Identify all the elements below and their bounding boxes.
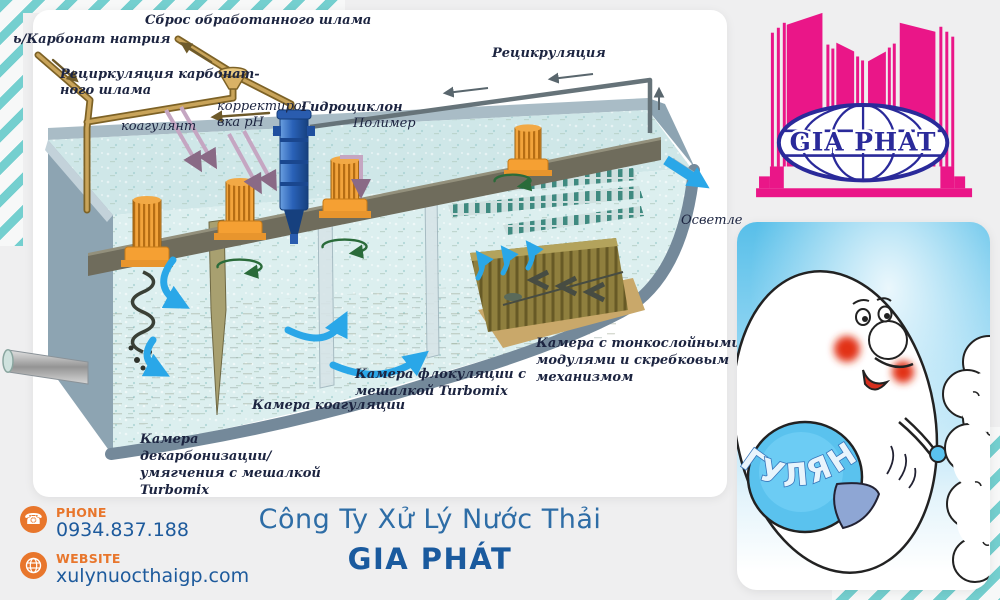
label-recirc-carbonate-1: Рециркуляция карбонат- xyxy=(59,67,260,82)
treatment-diagram: Сброс обработанного шлама ь/Карбонат нат… xyxy=(2,13,743,498)
label-chamber-coag: Камера коагуляции xyxy=(251,398,405,413)
label-chamber-decarb-3: умягчения с мешалкой xyxy=(139,466,321,481)
label-chamber-floc-1: Камера флокуляции с xyxy=(354,367,526,382)
phone-icon: ☎ xyxy=(20,506,47,533)
label-chamber-decarb-2: декарбонизации/ xyxy=(140,449,273,464)
mixer-1 xyxy=(121,196,173,267)
eyes xyxy=(852,297,893,326)
scraper-mechanism xyxy=(526,269,606,303)
website-label: WEBSITE xyxy=(56,551,121,567)
coagulant-mascot: ГУЛЯНТ xyxy=(737,222,990,590)
logo-text: GIA PHAT xyxy=(790,128,937,157)
clarified-outlet-arrow xyxy=(663,155,710,189)
contact-block: ☎ PHONE 0934.837.188 WEBSITE xyxy=(20,506,249,598)
label-recirc-carbonate-2: ного шлама xyxy=(60,83,151,98)
label-chamber-thin-1: Камера с тонкослойными xyxy=(535,336,741,351)
label-hydrocyclone: Гидроциклон xyxy=(300,100,403,115)
smile xyxy=(874,356,914,369)
label-polymer: Полимер xyxy=(352,116,416,131)
label-chamber-thin-2: модулями и скребковым xyxy=(536,353,729,368)
website-row: WEBSITE xulynuocthaigp.com xyxy=(20,552,249,587)
website-url[interactable]: xulynuocthaigp.com xyxy=(56,565,250,588)
label-chamber-floc-2: мешалкой Turbomix xyxy=(355,384,508,399)
gia-phat-logo: GIA PHAT xyxy=(756,12,973,198)
impeller-spiral xyxy=(130,270,156,354)
carbonate-pipes xyxy=(34,35,295,214)
nose xyxy=(868,320,908,360)
process-diagram-card: Сброс обработанного шлама ь/Карбонат нат… xyxy=(2,10,743,498)
circulation-arrows xyxy=(216,173,533,279)
logo-globe: GIA PHAT xyxy=(776,103,950,183)
recirculation-pipe xyxy=(309,72,665,133)
hydrocyclone-unit xyxy=(273,109,315,244)
mascot-card: ГУЛЯНТ xyxy=(737,222,990,590)
hand xyxy=(929,445,947,463)
shoe xyxy=(833,482,881,530)
phone-row: ☎ PHONE 0934.837.188 xyxy=(20,506,249,541)
diagram-labels: Сброс обработанного шлама ь/Карбонат нат… xyxy=(13,13,743,498)
flow-arrows xyxy=(141,240,544,378)
label-coagulant: коагулянт xyxy=(121,119,196,134)
floc-cloud xyxy=(942,335,990,583)
phone-glyph: ☎ xyxy=(24,510,43,528)
label-clarified: Осветле xyxy=(681,213,743,228)
company-name-line1: Công Ty Xử Lý Nước Thải xyxy=(258,504,602,535)
globe-icon xyxy=(20,552,47,580)
phone-number: 0934.837.188 xyxy=(56,519,189,542)
label-discharge: Сброс обработанного шлама xyxy=(145,13,371,28)
label-ph-2: вка pH xyxy=(217,115,265,130)
inlet-pipe xyxy=(2,349,89,385)
label-chamber-decarb-4: Turbomix xyxy=(140,483,209,498)
motion-lines xyxy=(886,445,917,489)
footer: ☎ PHONE 0934.837.188 WEBSITE xyxy=(0,498,1000,600)
mouth xyxy=(862,369,891,391)
company-title: Công Ty Xử Lý Nước Thải GIA PHÁT xyxy=(180,504,680,576)
label-recirculation: Рецикруляция xyxy=(491,46,606,61)
dosing-pipes xyxy=(164,105,371,199)
label-ph-1: корректиро- xyxy=(217,99,306,114)
drain xyxy=(504,293,522,301)
phone-label: PHONE xyxy=(56,505,107,520)
label-chamber-thin-3: механизмом xyxy=(536,370,633,385)
cheek-blush-left xyxy=(834,336,860,362)
company-name-line2: GIA PHÁT xyxy=(347,542,513,576)
label-chamber-decarb-1: Камера xyxy=(139,432,198,447)
mixer-4 xyxy=(504,124,552,176)
label-carbonate: ь/Карбонат натрия xyxy=(13,32,170,47)
